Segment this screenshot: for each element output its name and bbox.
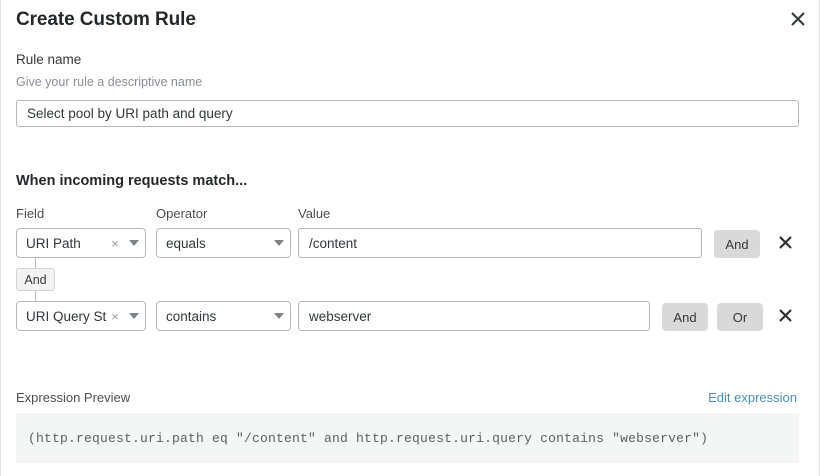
- operator-select-2-value: contains: [166, 308, 217, 324]
- expression-preview-box: (http.request.uri.path eq "/content" and…: [16, 413, 799, 463]
- field-select-2[interactable]: URI Query St... ×: [16, 301, 146, 331]
- group-connector-and[interactable]: And: [16, 268, 55, 291]
- edit-expression-link[interactable]: Edit expression: [708, 390, 797, 405]
- field-select-1[interactable]: URI Path ×: [16, 228, 146, 258]
- rule-name-help-text: Give your rule a descriptive name: [16, 75, 203, 89]
- or-button-2[interactable]: Or: [717, 303, 763, 331]
- chevron-down-icon[interactable]: [268, 313, 290, 319]
- page-title: Create Custom Rule: [16, 9, 196, 30]
- column-header-field: Field: [16, 206, 45, 221]
- expression-preview-code: (http.request.uri.path eq "/content" and…: [28, 430, 709, 446]
- clear-icon[interactable]: ×: [111, 308, 119, 324]
- field-select-2-value: URI Query St...: [26, 308, 107, 324]
- connector-line-bottom: [35, 291, 36, 301]
- rule-name-input[interactable]: [16, 100, 799, 127]
- rule-name-label: Rule name: [16, 52, 82, 67]
- column-header-operator: Operator: [156, 206, 208, 221]
- chevron-down-icon[interactable]: [123, 313, 145, 319]
- condition-row: URI Query St... × contains And Or: [1, 301, 820, 331]
- expression-preview-label: Expression Preview: [16, 390, 131, 405]
- conditions-heading: When incoming requests match...: [16, 173, 248, 189]
- and-button-1[interactable]: And: [714, 230, 760, 258]
- chevron-down-icon[interactable]: [268, 240, 290, 246]
- operator-select-2[interactable]: contains: [156, 301, 291, 331]
- close-icon: [779, 309, 792, 322]
- delete-condition-button-1[interactable]: [774, 231, 796, 253]
- condition-row: URI Path × equals And: [1, 228, 820, 258]
- close-modal-button[interactable]: [785, 6, 811, 32]
- operator-select-1[interactable]: equals: [156, 228, 291, 258]
- clear-icon[interactable]: ×: [111, 235, 119, 251]
- close-icon: [779, 236, 792, 249]
- value-input-2[interactable]: [298, 301, 650, 331]
- operator-select-1-value: equals: [166, 235, 206, 251]
- connector-line-top: [35, 258, 36, 268]
- column-header-value: Value: [298, 206, 331, 221]
- delete-condition-button-2[interactable]: [774, 304, 796, 326]
- and-button-2[interactable]: And: [662, 303, 708, 331]
- field-select-1-value: URI Path: [26, 235, 81, 251]
- value-input-1[interactable]: [298, 228, 702, 258]
- close-icon: [791, 12, 805, 26]
- chevron-down-icon[interactable]: [123, 240, 145, 246]
